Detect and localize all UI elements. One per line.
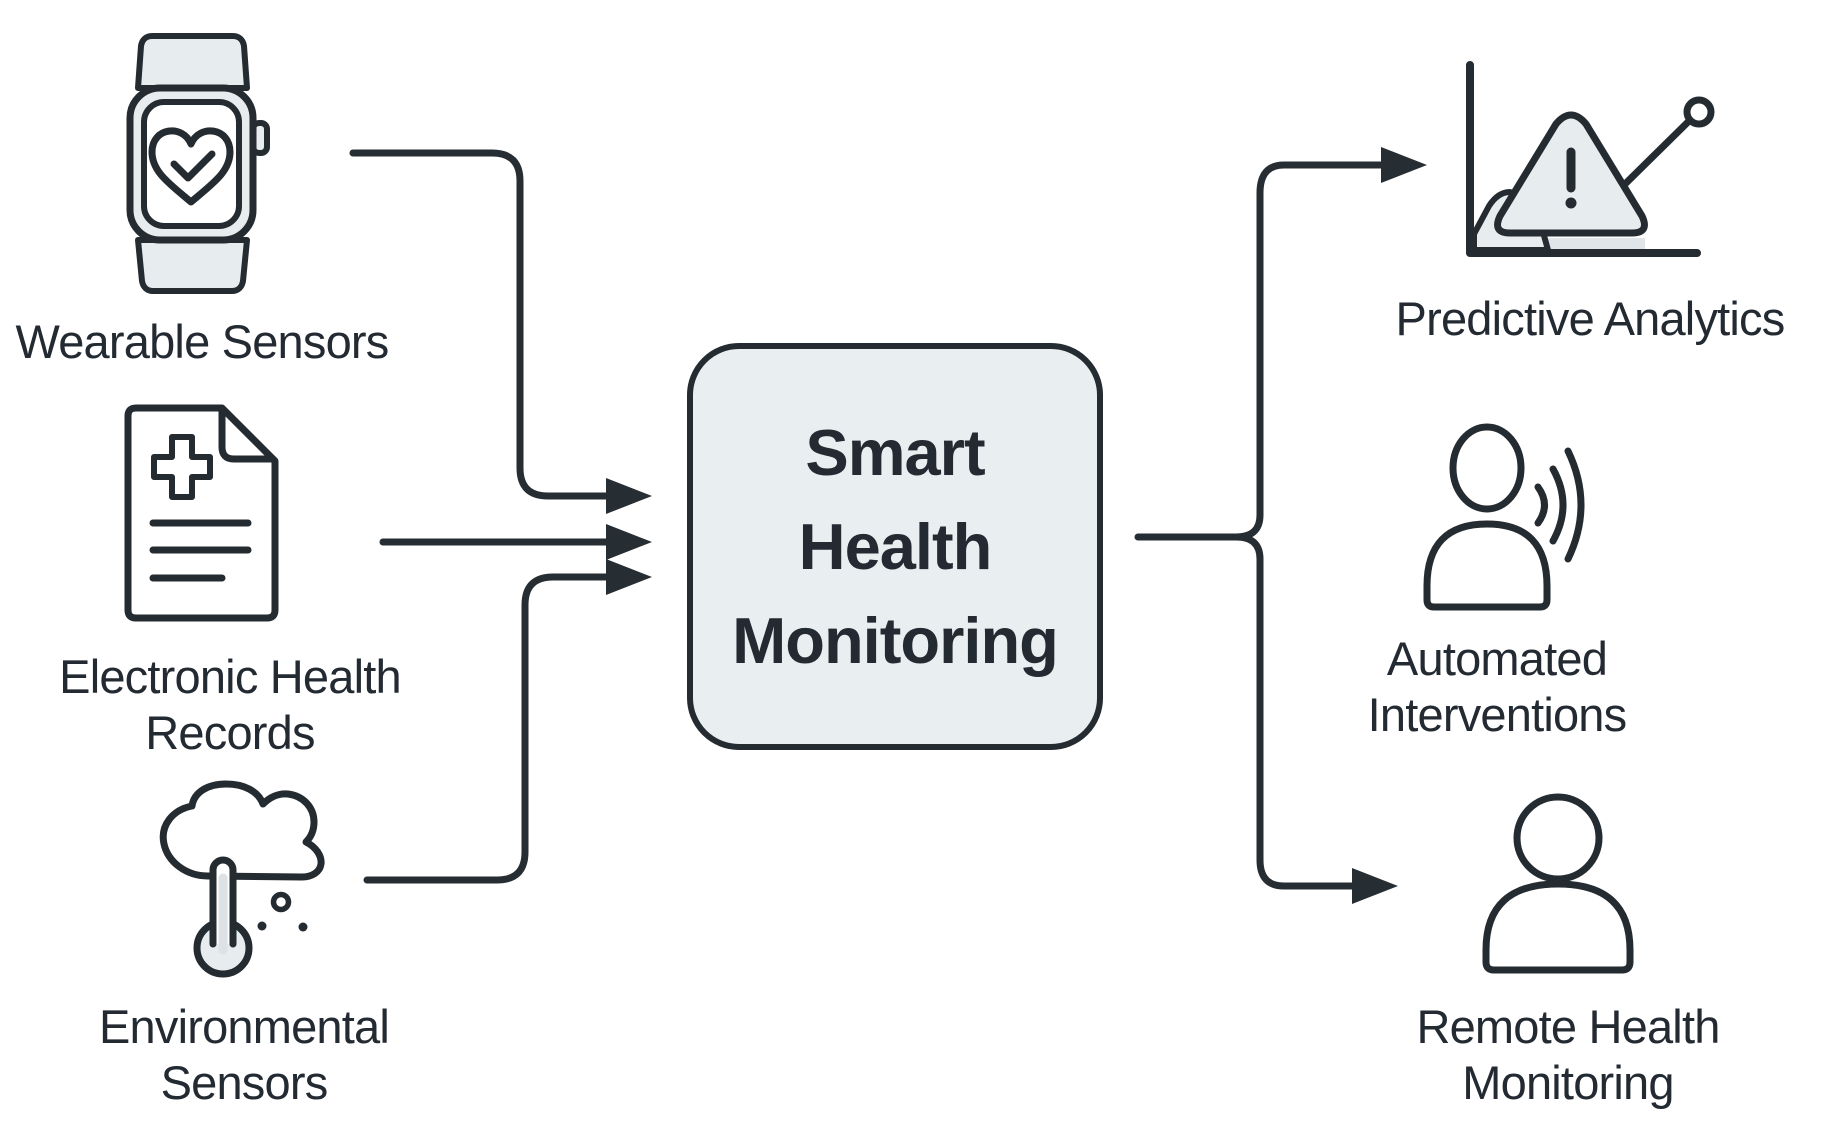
- person-icon: [1482, 793, 1634, 974]
- label-line: Electronic Health: [59, 650, 401, 703]
- label-line: Wearable Sensors: [15, 315, 390, 368]
- medical-document-icon: [124, 404, 279, 622]
- predictive-analytics-label: Predictive Analytics: [1395, 291, 1786, 347]
- wearable-sensors-label: Wearable Sensors: [15, 314, 390, 370]
- label-line: Environmental: [98, 1000, 390, 1053]
- label-line: Records: [145, 706, 315, 759]
- smart-health-monitoring-box: Smart Health Monitoring: [687, 343, 1103, 750]
- arrow-wearable-to-center: [349, 149, 652, 514]
- smartwatch-heart-icon: [126, 33, 270, 294]
- label-line: Interventions: [1367, 688, 1628, 741]
- label-line: Predictive Analytics: [1395, 292, 1786, 345]
- center-box-line: Health: [798, 509, 993, 583]
- label-line: Remote Health: [1416, 1000, 1720, 1053]
- center-box-line: Smart: [805, 415, 985, 489]
- label-line: Monitoring: [1462, 1056, 1674, 1109]
- center-box-line: Monitoring: [732, 603, 1059, 677]
- label-line: Sensors: [160, 1056, 329, 1109]
- electronic-health-records-label: Electronic Health Records: [59, 649, 401, 761]
- label-line: Automated: [1386, 632, 1608, 685]
- alert-chart-icon: [1466, 61, 1715, 257]
- arrow-environmental-to-center: [363, 559, 652, 884]
- arrow-center-to-outputs: [1134, 147, 1427, 904]
- arrow-ehr-to-center: [379, 524, 652, 560]
- environmental-sensors-label: Environmental Sensors: [98, 999, 390, 1111]
- person-broadcast-icon: [1423, 423, 1585, 611]
- automated-interventions-label: Automated Interventions: [1367, 631, 1628, 743]
- remote-health-monitoring-label: Remote Health Monitoring: [1416, 999, 1720, 1111]
- cloud-thermometer-icon: [159, 780, 325, 978]
